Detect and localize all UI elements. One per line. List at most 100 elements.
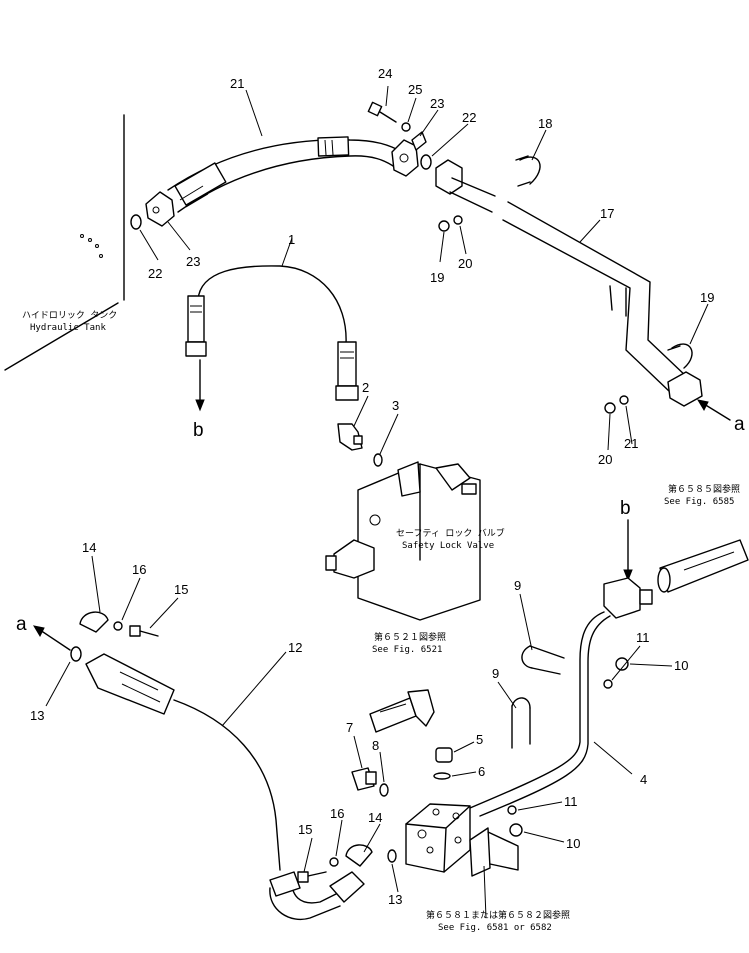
clamp-14-bottom (345, 844, 373, 867)
o-ring-22-left (130, 214, 142, 230)
note-fig6521-jp: 第６５２１図参照 (374, 631, 446, 643)
hose-21 (167, 136, 403, 213)
callout-20-right: 21 (624, 436, 638, 451)
mark-b-left: b (193, 420, 204, 441)
u-bolt-18-top (515, 155, 541, 187)
callout-16-top: 16 (132, 562, 146, 577)
hose-12 (85, 653, 365, 920)
tube-4 (469, 611, 611, 817)
o-ring-13-block (387, 849, 397, 863)
note-fig6521-en: See Fig. 6521 (372, 645, 442, 655)
washer-25 (401, 122, 411, 132)
note-hydraulic-tank-en: Hydraulic Tank (30, 323, 106, 333)
callout-10-bottom: 10 (566, 836, 580, 851)
note-fig6585-jp: 第６５８５図参照 (668, 483, 740, 495)
callout-8: 8 (372, 738, 379, 753)
bolt-24 (367, 101, 397, 123)
bolt-15-top (129, 625, 159, 637)
o-ring-13-left (70, 646, 82, 662)
leader-lines (45, 85, 709, 919)
tank-boundary (4, 114, 125, 371)
hose-6585 (657, 539, 749, 593)
tube-17 (435, 159, 703, 407)
callout-9-top: 9 (514, 578, 521, 593)
callout-18-right: 19 (700, 290, 714, 305)
callout-17: 17 (600, 206, 614, 221)
callout-13-block: 13 (388, 892, 402, 907)
callout-2: 2 (362, 380, 369, 395)
callout-18-top: 18 (538, 116, 552, 131)
callout-22-top: 22 (462, 110, 476, 125)
callout-23-top: 23 (430, 96, 444, 111)
washer-16-bottom (329, 857, 339, 867)
note-fig6585-en: See Fig. 6585 (664, 497, 734, 507)
elbow-2 (337, 423, 363, 451)
connection-letters: a a b b (16, 414, 745, 635)
callout-25: 25 (408, 82, 422, 97)
callout-21: 21 (230, 76, 244, 91)
tee-fitting (603, 577, 653, 619)
arrow-a-right (696, 399, 731, 421)
callout-19-right: 20 (598, 452, 612, 467)
u-bolt-18-right (667, 343, 693, 369)
callout-23-left: 23 (186, 254, 200, 269)
note-safety-lock-en: Safety Lock Valve (402, 541, 494, 551)
callout-6: 6 (478, 764, 485, 779)
mark-a-left: a (16, 614, 27, 635)
elbow-6521 (369, 689, 435, 733)
o-ring-3 (373, 453, 383, 467)
note-fig6581-en: See Fig. 6581 or 6582 (438, 923, 552, 933)
callout-numbers: 21 24 25 23 22 18 17 19 1 22 23 19 20 20… (30, 66, 714, 907)
flange-left-23 (145, 191, 175, 227)
nut-19-right (604, 402, 616, 414)
hose-1 (185, 265, 359, 401)
callout-14-top: 14 (82, 540, 96, 555)
note-hydraulic-tank-jp: ハイドロリック タンク (22, 310, 117, 321)
nut-10-top (615, 657, 629, 671)
manifold-block (405, 803, 471, 873)
callout-11-top: 11 (636, 630, 650, 645)
arrow-b-right (623, 519, 633, 582)
mark-b-right: b (620, 498, 631, 519)
o-ring-8 (379, 783, 389, 797)
callout-9-bottom: 9 (492, 666, 499, 681)
callout-16-bottom: 16 (330, 806, 344, 821)
arrow-b-left (195, 359, 205, 412)
callout-19-top: 19 (430, 270, 444, 285)
u-bolt-9-top (521, 645, 565, 675)
callout-13-left: 13 (30, 708, 44, 723)
mark-a-right: a (734, 414, 745, 435)
fitting-7 (351, 767, 377, 791)
callout-11-bottom: 11 (564, 794, 578, 809)
washer-11-top (603, 679, 613, 689)
callout-15-top: 15 (174, 582, 188, 597)
callout-3: 3 (392, 398, 399, 413)
callout-4: 4 (640, 772, 647, 787)
clamp-14-top (79, 611, 109, 633)
bolt-15-bottom (297, 871, 327, 883)
callout-7: 7 (346, 720, 353, 735)
callout-1: 1 (288, 232, 295, 247)
callout-20-top: 20 (458, 256, 472, 271)
o-ring-22-right (420, 154, 432, 170)
arrow-a-left (32, 625, 71, 651)
nut-10-bottom (509, 823, 523, 837)
washer-16-top (113, 621, 123, 631)
callout-22-left: 22 (148, 266, 162, 281)
washer-20-right (619, 395, 629, 405)
bracket-6581 (469, 827, 519, 877)
o-ring-6 (433, 772, 451, 780)
notes: ハイドロリック タンク Hydraulic Tank セーフティ ロック バルブ… (22, 310, 740, 933)
note-fig6581-jp: 第６５８１または第６５８２図参照 (426, 909, 570, 921)
callout-15-bottom: 15 (298, 822, 312, 837)
flange-right-23 (391, 139, 419, 177)
plug-5 (435, 747, 453, 763)
callout-24: 24 (378, 66, 392, 81)
callout-14-bottom: 14 (368, 810, 382, 825)
callout-12: 12 (288, 640, 302, 655)
washer-11-bottom (507, 805, 517, 815)
callout-5: 5 (476, 732, 483, 747)
callout-10-top: 10 (674, 658, 688, 673)
nut-19-top (438, 220, 450, 232)
